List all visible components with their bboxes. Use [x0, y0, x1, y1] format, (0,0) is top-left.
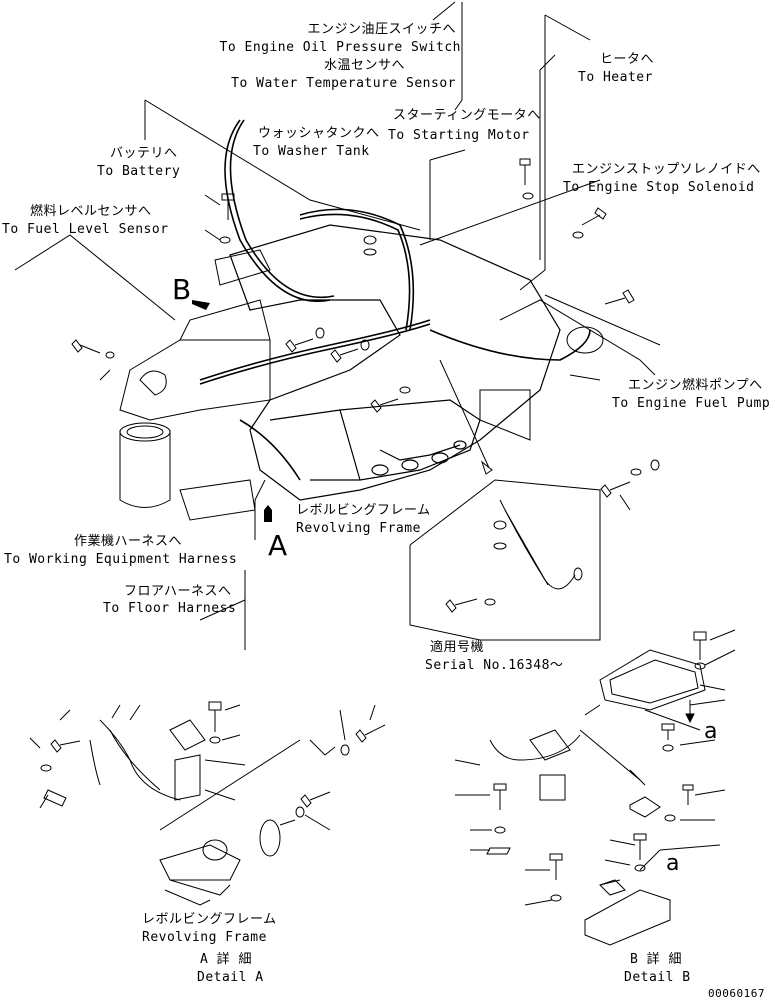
cylinder-tank — [119, 422, 171, 508]
view-marker-a: A — [268, 529, 288, 562]
fuel-pump-label-jp: エンジン燃料ポンプへ — [628, 378, 763, 393]
detail-a-artwork — [40, 701, 386, 906]
floor-harness-label-jp: フロアハーネスへ — [124, 584, 232, 599]
detail-b-title-en: Detail B — [624, 970, 691, 985]
floor-harness-label-en: To Floor Harness — [103, 601, 237, 616]
serial-label-jp: 適用号機 — [430, 640, 485, 655]
stop-solenoid-label-en: To Engine Stop Solenoid — [563, 180, 755, 195]
fuel-pump-label-en: To Engine Fuel Pump — [612, 396, 771, 411]
fuel-pump-sensor — [479, 326, 604, 441]
starting-motor-label-en: To Starting Motor — [388, 128, 530, 143]
oil-pressure-label-en: To Engine Oil Pressure Switch — [219, 40, 461, 55]
fuel-level-label-en: To Fuel Level Sensor — [2, 222, 169, 237]
water-temp-label-en: To Water Temperature Sensor — [231, 76, 456, 91]
revolving-frame-label-jp: レボルビングフレーム — [296, 503, 431, 518]
working-harness-label-en: To Working Equipment Harness — [4, 552, 238, 567]
starting-motor-label-jp: スターティングモータへ — [393, 108, 541, 123]
bolts-main — [71, 158, 660, 498]
view-marker-b: B — [172, 273, 192, 306]
detail-a-title-jp: A 詳 細 — [200, 952, 252, 967]
callout-ticks — [29, 194, 736, 906]
wire-harness — [199, 119, 591, 481]
detail-b-title-jp: B 詳 細 — [630, 952, 682, 967]
revolving-frame — [229, 224, 561, 501]
fuel-level-label-jp: 燃料レベルセンサへ — [30, 204, 152, 219]
heater-label-en: To Heater — [578, 70, 653, 85]
battery-label-en: To Battery — [97, 164, 181, 179]
revolving-frame-label-en: Revolving Frame — [296, 521, 421, 536]
detail-a-frame-label-jp: レボルビングフレーム — [142, 912, 277, 927]
washer-label-en: To Washer Tank — [253, 144, 370, 159]
heater-label-jp: ヒータへ — [600, 52, 655, 67]
detail-a-title-en: Detail A — [197, 970, 264, 985]
detail-b-connector-marker-2: a — [666, 851, 680, 876]
working-harness-label-jp: 作業機ハーネスへ — [74, 534, 183, 549]
detail-b-connector-marker-1: a — [704, 719, 718, 744]
washer-label-jp: ウォッシャタンクへ — [258, 126, 380, 141]
battery-label-jp: バッテリへ — [110, 146, 178, 161]
oil-pressure-label-jp: エンジン油圧スイッチへ — [307, 22, 456, 37]
detail-a-frame-label-en: Revolving Frame — [142, 930, 267, 945]
drawing-number: 00060167 — [708, 987, 765, 1000]
detail-b-artwork — [486, 631, 707, 946]
stop-solenoid-label-jp: エンジンストップソレノイドへ — [572, 162, 761, 177]
water-temp-label-jp: 水温センサへ — [323, 58, 405, 73]
left-bracket — [119, 249, 271, 521]
serial-detail-box — [409, 359, 601, 641]
view-arrows — [192, 300, 272, 522]
serial-label-en: Serial No.16348～ — [425, 658, 564, 673]
